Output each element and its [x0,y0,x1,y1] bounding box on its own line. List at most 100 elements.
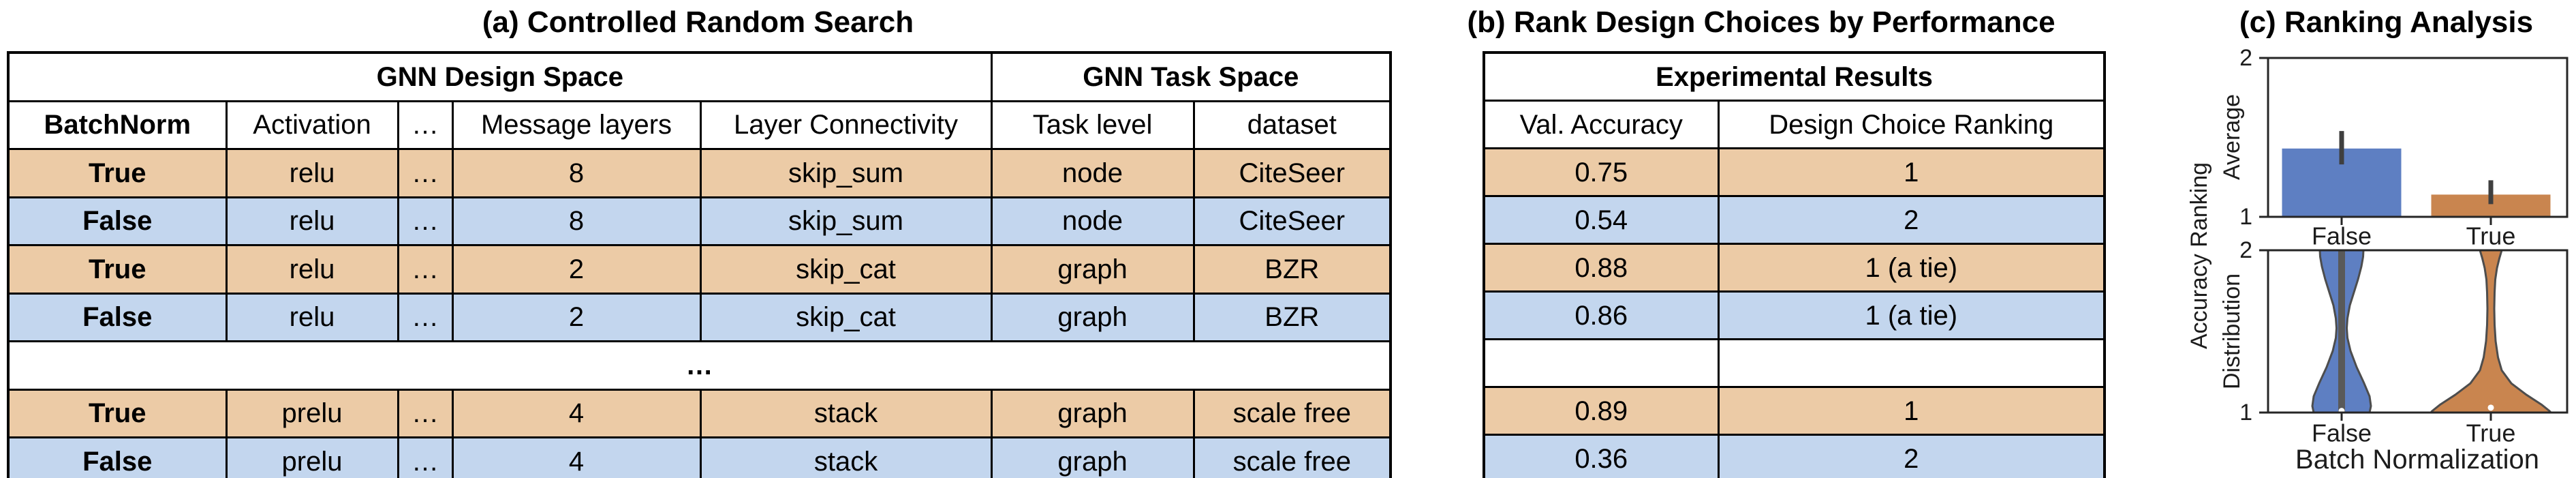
table-ellipsis-row: … [7,340,1392,391]
table-cell: scale free [1192,436,1392,478]
ranking-analysis-figure: 2 1 2 1 False True False True Batch Norm… [2186,45,2569,475]
table-cell: 2 [1717,195,2106,245]
empty-cell [1717,338,2106,388]
top-plot-y-axis-label: Average [2219,94,2245,180]
bottom-plot-xtick-label-true: True [2466,419,2516,447]
table-cell: False [7,292,228,342]
table-cell: relu [225,244,399,295]
table-cell: relu [225,292,399,342]
table-cell: scale free [1192,388,1392,438]
column-header: … [397,100,454,150]
column-header: Activation [225,100,399,150]
table-empty-row [1483,338,2106,388]
table-cell: stack [699,436,993,478]
top-plot-axis-box [2267,57,2569,218]
table-cell: 1 [1717,147,2106,197]
table-cell: 0.89 [1483,386,1720,436]
table-cell: 1 [1717,386,2106,436]
top-plot-ytick-label-2: 2 [2239,45,2252,71]
table-cell: … [397,148,454,198]
table-cell: graph [990,388,1195,438]
table-cell: prelu [225,388,399,438]
table-cell: 0.86 [1483,290,1720,340]
column-header: Task level [990,100,1195,150]
table-cell: relu [225,148,399,198]
table-group-header: GNN Task Space [990,51,1392,102]
bottom-plot-ytick-label-1: 1 [2239,400,2252,425]
table-cell: BZR [1192,292,1392,342]
table-cell: 2 [451,292,702,342]
table-cell: 8 [451,148,702,198]
column-header: BatchNorm [7,100,228,150]
table-cell: True [7,388,228,438]
table-cell: node [990,196,1195,246]
table-cell: 0.88 [1483,243,1720,293]
table-cell: skip_sum [699,196,993,246]
table-cell: skip_cat [699,244,993,295]
table-cell: skip_cat [699,292,993,342]
panel-b-title: (b) Rank Design Choices by Performance [1467,5,2055,39]
panel-a-title: (a) Controlled Random Search [482,5,914,39]
table-cell: 1 (a tie) [1717,290,2106,340]
violin-true [2430,249,2552,414]
table-group-header: Experimental Results [1483,51,2106,102]
top-plot-xtick-label-false: False [2312,222,2372,250]
bottom-plot-y-axis-label: Distribution [2219,273,2245,389]
table-cell: 0.36 [1483,434,1720,478]
column-header: Val. Accuracy [1483,100,1720,149]
table-cell: CiteSeer [1192,196,1392,246]
empty-cell [1483,338,1720,388]
table-cell: CiteSeer [1192,148,1392,198]
table-cell: graph [990,244,1195,295]
table-cell: … [397,244,454,295]
table-cell: False [7,196,228,246]
table-cell: 4 [451,388,702,438]
bottom-plot-ytick-label-2: 2 [2239,237,2252,263]
table-cell: 2 [1717,434,2106,478]
table-cell: node [990,148,1195,198]
shared-y-axis-label: Accuracy Ranking [2186,162,2212,349]
table-cell: graph [990,292,1195,342]
table-group-header-row: Experimental Results [1483,51,2106,102]
top-plot-ytick-label-1: 1 [2239,204,2252,230]
top-plot-xtick-label-true: True [2466,222,2516,250]
table-cell: 8 [451,196,702,246]
bar-chart-layer [2282,131,2551,217]
table-cell: … [397,388,454,438]
x-axis-label: Batch Normalization [2295,445,2539,475]
column-header: Layer Connectivity [699,100,993,150]
column-header: Message layers [451,100,702,150]
table-cell: prelu [225,436,399,478]
violin-chart-layer [2311,249,2552,415]
ellipsis-cell: … [7,340,1392,391]
table-cell: 0.75 [1483,147,1720,197]
bottom-plot-axis-box [2267,249,2569,414]
table-cell: False [7,436,228,478]
table-group-header: GNN Design Space [7,51,993,102]
panel-c-title: (c) Ranking Analysis [2239,5,2534,39]
table-cell: 0.54 [1483,195,1720,245]
violin-median-dot-true [2487,404,2494,411]
table-cell: BZR [1192,244,1392,295]
table-cell: relu [225,196,399,246]
table-cell: True [7,244,228,295]
table-cell: stack [699,388,993,438]
table-cell: 4 [451,436,702,478]
table-cell: 1 (a tie) [1717,243,2106,293]
column-header: Design Choice Ranking [1717,100,2106,149]
table-cell: … [397,436,454,478]
